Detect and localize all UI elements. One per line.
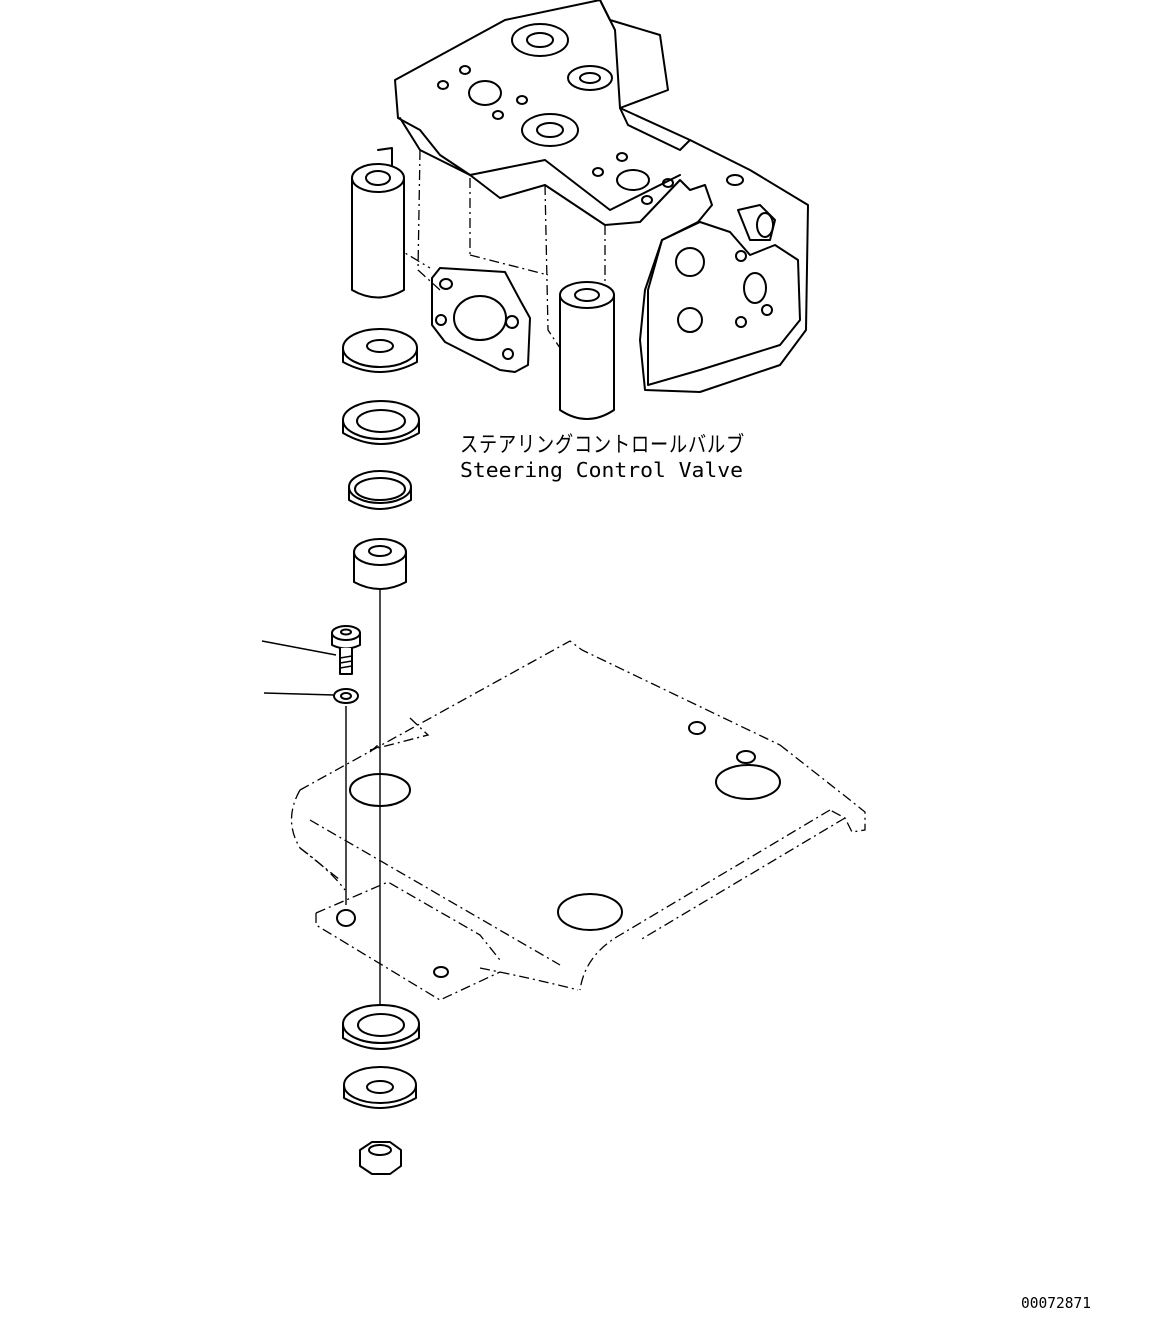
upper-ring: [348, 470, 412, 510]
lower-cushion-washer: [343, 1066, 417, 1109]
collar-sleeve: [353, 538, 407, 590]
bolt-leader-line: [261, 640, 337, 656]
washer-leader-line: [263, 692, 335, 696]
mounting-bolt: [331, 625, 361, 675]
spring-washer: [333, 688, 359, 704]
valve-label: ステアリングコントロールバルブ Steering Control Valve: [460, 433, 745, 482]
valve-label-english: Steering Control Valve: [460, 458, 743, 482]
upper-cushion-washer: [342, 328, 418, 373]
steering-control-valve: [351, 0, 809, 420]
valve-label-japanese: ステアリングコントロールバルブ: [460, 433, 745, 458]
mounting-bracket: [290, 640, 866, 1001]
lower-rubber-cushion: [342, 1004, 420, 1050]
upper-rubber-cushion: [342, 400, 420, 445]
nut: [359, 1141, 402, 1175]
drawing-number: 00072871: [1021, 1294, 1091, 1312]
